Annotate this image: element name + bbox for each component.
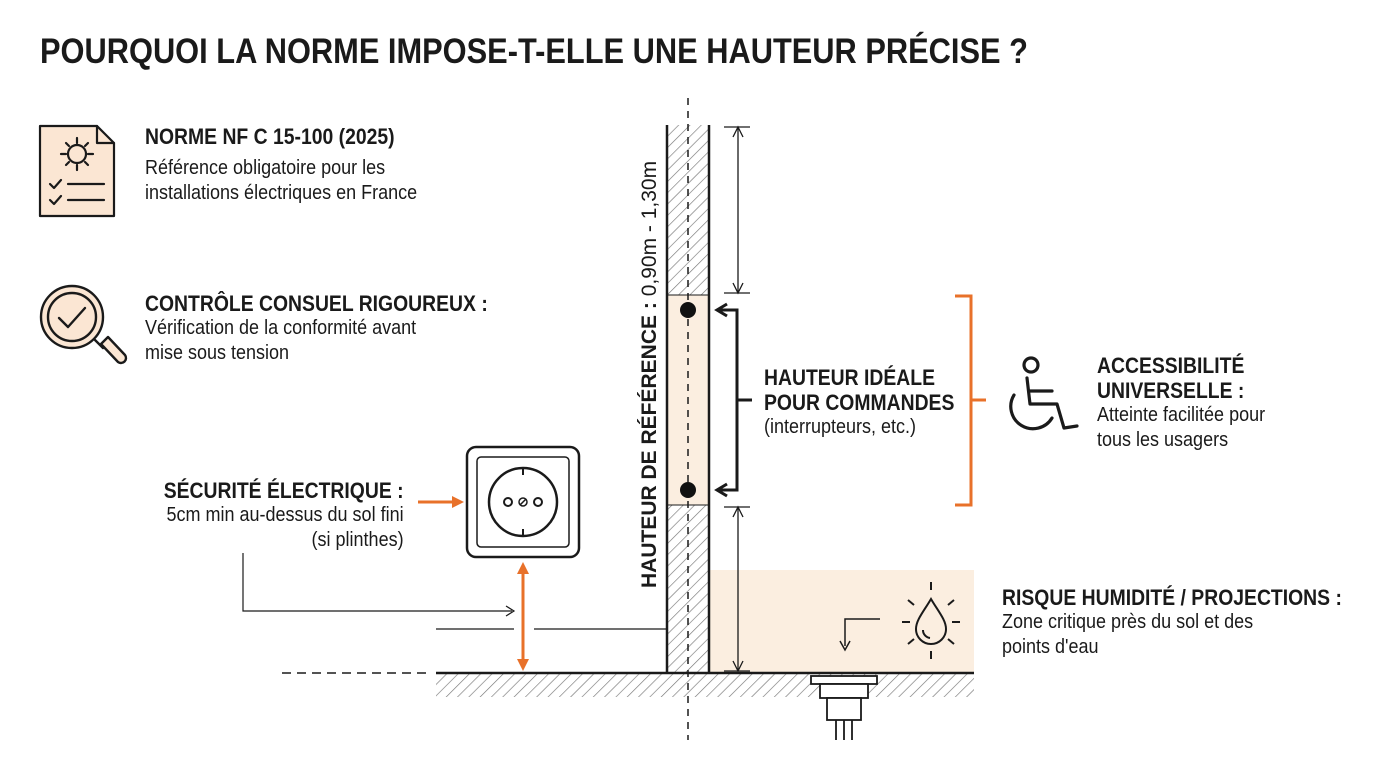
reference-height-label: HAUTEUR DE RÉFÉRENCE : 0,90m - 1,30m xyxy=(637,161,663,588)
consuel-line1: Vérification de la conformité avant xyxy=(145,317,417,339)
commandes-line1: (interrupteurs, etc.) xyxy=(764,416,917,438)
magnifier-check-icon xyxy=(39,284,128,365)
socket-height-arrow xyxy=(517,562,529,671)
floor-drain-icon xyxy=(810,675,878,740)
commandes-title2: POUR COMMANDES xyxy=(764,390,955,415)
humidite-title: RISQUE HUMIDITÉ / PROJECTIONS : xyxy=(1002,585,1342,610)
reference-label-bold: HAUTEUR DE RÉFÉRENCE : xyxy=(638,302,661,588)
water-drop-icon xyxy=(902,582,960,659)
consuel-line2: mise sous tension xyxy=(145,342,290,364)
norme-line2: installations électriques en France xyxy=(145,182,418,204)
power-socket-icon xyxy=(465,445,581,559)
consuel-block: CONTRÔLE CONSUEL RIGOUREUX : Vérificatio… xyxy=(145,291,535,366)
leader-lines xyxy=(242,553,667,630)
accessibilite-line2: tous les usagers xyxy=(1097,429,1229,451)
drain-arrow xyxy=(839,618,880,652)
page-title: POURQUOI LA NORME IMPOSE-T-ELLE UNE HAUT… xyxy=(40,32,1028,71)
norme-line1: Référence obligatoire pour les xyxy=(145,157,386,179)
humidite-line2: points d'eau xyxy=(1002,636,1099,658)
switch-point-bottom xyxy=(680,482,696,498)
consuel-title: CONTRÔLE CONSUEL RIGOUREUX : xyxy=(145,291,488,316)
accessibilite-block: ACCESSIBILITÉ UNIVERSELLE : Atteinte fac… xyxy=(1097,353,1284,453)
commandes-bracket xyxy=(719,308,739,492)
securite-arrow xyxy=(418,496,464,508)
commandes-block: HAUTEUR IDÉALE POUR COMMANDES (interrupt… xyxy=(764,365,980,440)
commandes-title1: HAUTEUR IDÉALE xyxy=(764,365,936,390)
humidite-line1: Zone critique près du sol et des xyxy=(1002,611,1254,633)
switch-point-top xyxy=(680,302,696,318)
securite-line2: (si plinthes) xyxy=(311,529,404,551)
accessibilite-title2: UNIVERSELLE : xyxy=(1097,378,1245,403)
wheelchair-icon xyxy=(1009,356,1079,431)
humidite-block: RISQUE HUMIDITÉ / PROJECTIONS : Zone cri… xyxy=(1002,585,1376,660)
accessibilite-line1: Atteinte facilitée pour xyxy=(1097,404,1266,426)
reference-label-value: 0,90m - 1,30m xyxy=(638,160,661,303)
accessibilite-title1: ACCESSIBILITÉ xyxy=(1097,353,1245,378)
securite-title: SÉCURITÉ ÉLECTRIQUE : xyxy=(164,478,404,503)
norme-title: NORME NF C 15-100 (2025) xyxy=(145,124,395,149)
securite-block: SÉCURITÉ ÉLECTRIQUE : 5cm min au-dessus … xyxy=(131,478,404,553)
document-gear-icon xyxy=(38,124,116,218)
dimension-lines xyxy=(724,125,750,673)
securite-line1: 5cm min au-dessus du sol fini xyxy=(166,504,404,526)
norme-block: NORME NF C 15-100 (2025) Référence oblig… xyxy=(145,124,447,206)
floor xyxy=(282,671,974,697)
